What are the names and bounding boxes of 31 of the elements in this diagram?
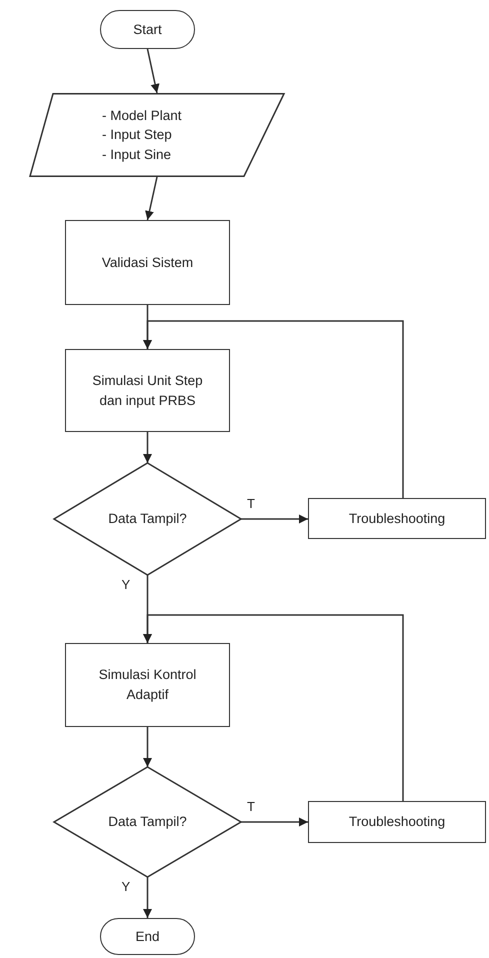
arrow <box>145 176 158 220</box>
node-text: End <box>135 928 160 946</box>
input-parallelogram <box>30 93 284 177</box>
arrow <box>143 432 152 463</box>
terminal-shape <box>100 918 195 955</box>
node-text: - Model Plant <box>102 106 182 125</box>
node-text: Validasi Sistem <box>102 254 194 272</box>
node-text: Simulasi Kontrol Adaptif <box>98 666 198 704</box>
process-box <box>308 498 486 539</box>
decision-diamond <box>54 767 241 877</box>
process-box <box>65 349 230 432</box>
node-text: Start <box>133 20 162 39</box>
arrow <box>143 614 404 801</box>
node-text: - Input Sine <box>102 146 172 164</box>
arrow <box>241 818 308 826</box>
node-text: Simulasi Unit Step dan input PRBS <box>91 372 204 410</box>
arrow <box>241 514 308 524</box>
node-text: Data Tampil? <box>108 813 187 832</box>
node-text: Troubleshooting <box>348 510 446 528</box>
arrow <box>146 48 160 94</box>
process-box <box>308 801 486 843</box>
arrow <box>143 727 152 767</box>
arrow <box>143 320 404 498</box>
node-text: - Input Step <box>102 126 172 144</box>
node-text: Data Tampil? <box>108 510 187 528</box>
terminal-shape <box>100 10 195 49</box>
process-box <box>65 643 230 727</box>
node-text: Troubleshooting <box>348 813 446 832</box>
decision-diamond <box>54 463 241 575</box>
process-box <box>65 220 230 305</box>
arrow <box>143 877 152 918</box>
